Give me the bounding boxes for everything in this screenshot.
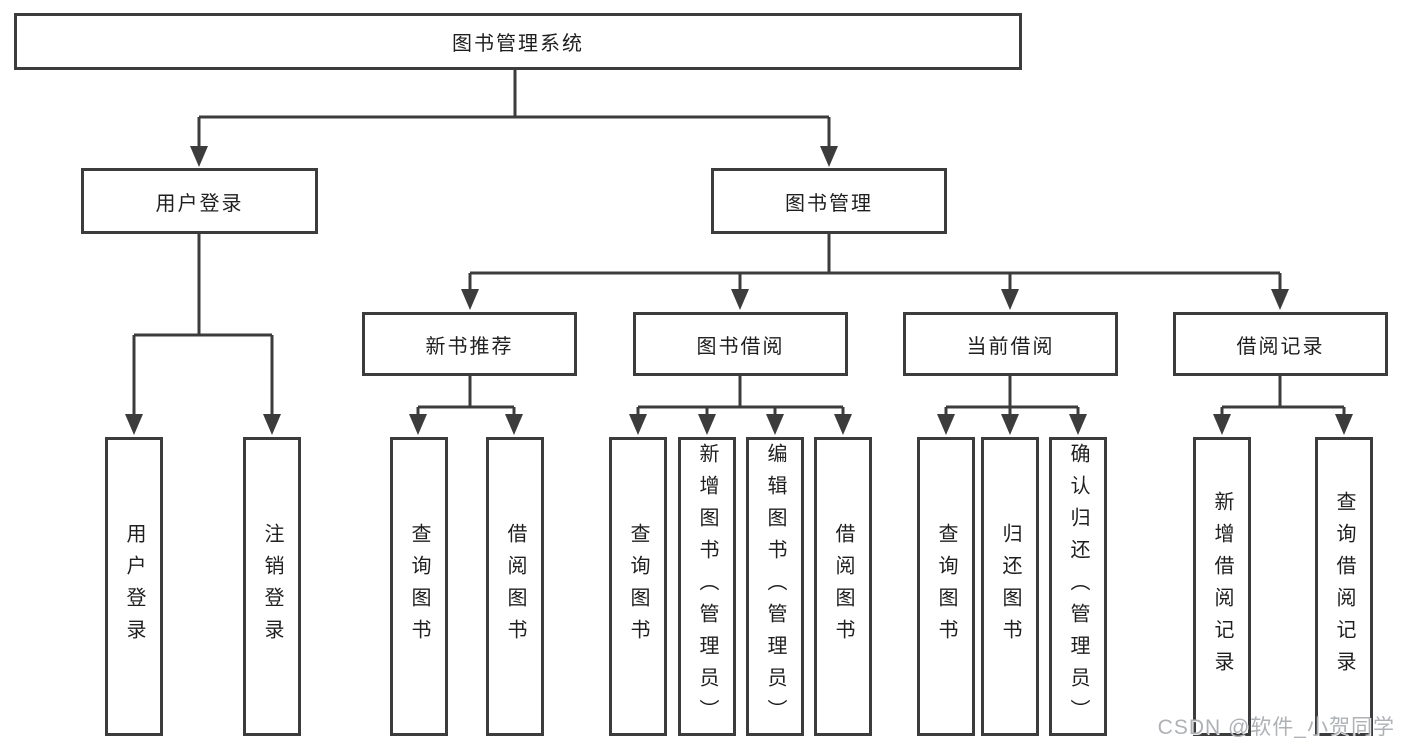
leaf-current-return-books: 归还图书 [981,437,1039,736]
leaf-label: 确认归还（管理员） [1067,442,1089,731]
leaf-label: 查询图书 [627,522,649,651]
leaf-label: 新增图书（管理员） [696,442,718,731]
leaf-label: 查询图书 [935,522,957,651]
leaf-label: 新增借阅记录 [1211,490,1233,683]
leaf-label: 查询图书 [408,522,430,651]
leaf-label: 用户登录 [123,522,145,651]
leaf-recommend-borrow-books: 借阅图书 [486,437,544,736]
node-label: 图书借阅 [696,335,785,358]
leaf-label: 借阅图书 [832,522,854,651]
node-borrowing-records: 借阅记录 [1173,312,1388,376]
node-label: 图书管理 [785,192,873,215]
node-new-book-recommend: 新书推荐 [362,312,577,376]
node-label: 新书推荐 [425,335,514,358]
leaf-borrowing-add-books-admin: 新增图书（管理员） [678,437,736,736]
node-label: 图书管理系统 [452,33,584,55]
node-library-system: 图书管理系统 [14,13,1022,70]
leaf-current-query-books: 查询图书 [917,437,975,736]
leaf-recommend-query-books: 查询图书 [390,437,448,736]
leaf-borrowing-edit-books-admin: 编辑图书（管理员） [746,437,804,736]
leaf-borrowing-borrow-books: 借阅图书 [814,437,872,736]
leaf-borrowing-query-books: 查询图书 [609,437,667,736]
leaf-logout: 注销登录 [243,437,301,736]
leaf-label: 借阅图书 [504,522,526,651]
node-book-management: 图书管理 [711,168,947,234]
node-book-borrowing: 图书借阅 [633,312,848,376]
leaf-label: 归还图书 [999,522,1021,651]
leaf-user-login: 用户登录 [105,437,163,736]
leaf-current-confirm-return-admin: 确认归还（管理员） [1049,437,1107,736]
leaf-records-query-record: 查询借阅记录 [1315,437,1373,736]
node-current-borrowing: 当前借阅 [903,312,1118,376]
leaf-label: 编辑图书（管理员） [764,442,786,731]
leaf-label: 查询借阅记录 [1333,490,1355,683]
node-label: 当前借阅 [966,335,1055,358]
node-label: 借阅记录 [1236,335,1325,358]
node-user-login: 用户登录 [81,168,318,234]
leaf-label: 注销登录 [261,522,283,651]
node-label: 用户登录 [155,192,244,215]
leaf-records-add-record: 新增借阅记录 [1193,437,1251,736]
arrowheads [125,146,1353,435]
